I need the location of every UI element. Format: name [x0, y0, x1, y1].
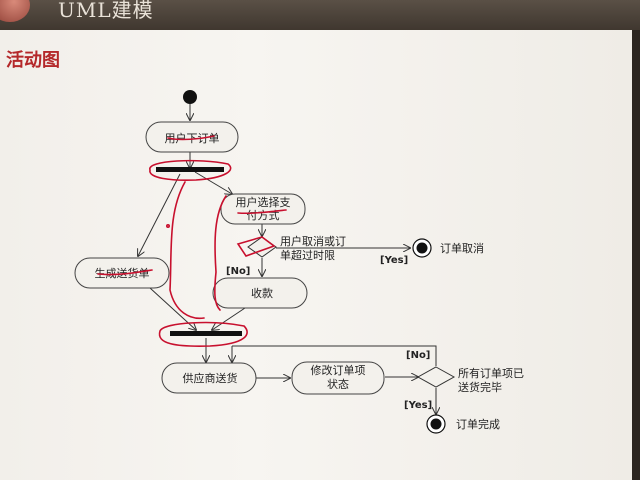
supplier-delivery-label: 供应商送货	[183, 371, 238, 385]
flow-payment-received-to-join	[212, 305, 249, 330]
guard-yes-cancel: [Yes]	[380, 255, 408, 266]
all-delivered-1: 所有订单项已	[458, 366, 524, 380]
screen-edge	[632, 30, 640, 480]
circle-join	[158, 321, 248, 347]
underline-delivery	[97, 269, 153, 276]
circle-fork	[149, 159, 232, 181]
red-annotations	[97, 135, 287, 347]
action-place-order: 用户下订单	[145, 121, 239, 153]
order-cancelled-label: 订单取消	[440, 241, 484, 255]
red-dot	[166, 224, 171, 229]
place-order-label: 用户下订单	[165, 131, 220, 145]
final-node-complete	[426, 414, 446, 434]
receive-payment-label: 收款	[251, 286, 273, 300]
decision-all-delivered	[416, 366, 456, 388]
guard-yes-done: [Yes]	[404, 400, 432, 411]
underline-choose-payment	[237, 209, 287, 215]
action-generate-delivery: 生成送货单	[74, 257, 170, 289]
bracket-right	[214, 195, 227, 311]
slide-title: 活动图	[6, 50, 60, 71]
modify-item-label-2: 状态	[327, 377, 349, 391]
bracket-left	[169, 181, 205, 320]
order-complete-label: 订单完成	[456, 417, 500, 431]
guard-no-payment: [No]	[226, 266, 250, 277]
fork-bar	[156, 167, 224, 172]
logo-icon	[0, 0, 30, 22]
generate-delivery-label: 生成送货单	[95, 266, 150, 280]
initial-node	[183, 90, 197, 104]
cancel-condition-2: 单超过时限	[280, 248, 335, 262]
action-receive-payment: 收款	[212, 277, 308, 309]
final-node-cancelled	[412, 238, 432, 258]
circle-decision	[236, 236, 276, 257]
cancel-condition-1: 用户取消或订	[280, 234, 346, 248]
window-title: UML建模	[58, 0, 154, 22]
flow-loop-back	[232, 345, 437, 366]
action-modify-item: 修改订单项 状态	[291, 361, 385, 395]
action-supplier-delivery: 供应商送货	[161, 362, 257, 394]
presentation-title-bar: UML建模	[0, 0, 640, 34]
choose-payment-label-1: 用户选择支	[236, 195, 291, 209]
underline-place-order	[167, 135, 215, 141]
all-delivered-2: 送货完毕	[458, 380, 502, 394]
slide-canvas	[0, 30, 632, 480]
action-choose-payment: 用户选择支 付方式	[220, 193, 306, 225]
flow-fork-to-delivery-note	[138, 173, 181, 256]
guard-no-loop: [No]	[406, 350, 430, 361]
join-bar	[170, 331, 242, 336]
flow-fork-to-payment	[194, 171, 232, 194]
choose-payment-label-2: 付方式	[247, 208, 280, 222]
modify-item-label-1: 修改订单项	[311, 363, 366, 377]
